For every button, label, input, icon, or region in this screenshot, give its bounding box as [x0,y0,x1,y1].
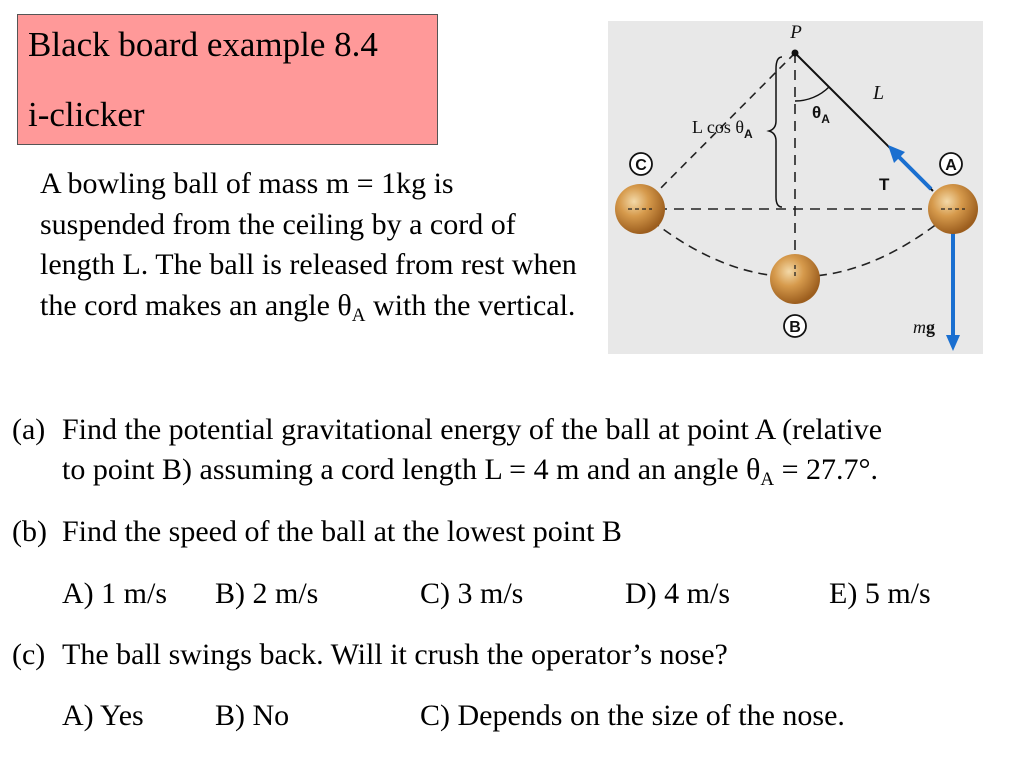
label-c: C [635,157,647,174]
answer-option-c-a[interactable]: A) Yes [62,699,144,732]
label-p: P [789,22,802,43]
gravity-arrowhead [946,335,960,351]
tension-arrowhead [888,145,905,163]
ball-position-b [770,254,820,304]
problem-text-end: with the vertical. [365,288,576,322]
label-mg: mg [913,317,935,337]
answer-option-c-c[interactable]: C) Depends on the size of the nose. [420,699,845,732]
question-b-text: Find the speed of the ball at the lowest… [62,515,622,548]
slide-subtitle: i-clicker [28,95,145,134]
slide-title: Black board example 8.4 [28,25,378,64]
question-a-line2: to point B) assuming a cord length L = 4… [62,453,879,490]
question-a-line1: Find the potential gravitational energy … [62,413,883,446]
pivot-point [791,49,799,57]
label-b-circle [783,314,807,338]
problem-statement: A bowling ball of mass m = 1kg is suspen… [40,164,580,326]
title-box: Black board example 8.4 i-clicker [17,14,438,145]
length-brace [766,56,783,208]
theta-symbol: θ [337,288,352,322]
pendulum-diagram: C A B P L θA L cos θA T mg [608,21,983,354]
question-c-text: The ball swings back. Will it crush the … [62,638,728,671]
tension-arrow [895,153,933,191]
ball-position-c [615,184,665,234]
label-l-cos-theta: L cos θA [692,117,753,141]
answer-option-b-b[interactable]: B) 2 m/s [215,577,319,610]
label-a-circle [939,152,963,176]
answer-option-b-d[interactable]: D) 4 m/s [625,577,730,610]
theta-subscript: A [351,304,366,326]
answer-option-b-a[interactable]: A) 1 m/s [62,577,167,610]
question-b-label: (b) [12,515,47,548]
question-a-label: (a) [12,413,46,446]
label-theta-a: θA [812,103,830,126]
label-tension: T [879,175,890,194]
label-c-circle [629,152,653,176]
cord-to-c [639,52,796,210]
ball-position-a [928,184,978,234]
answer-option-b-c[interactable]: C) 3 m/s [420,577,524,610]
answer-option-b-e[interactable]: E) 5 m/s [829,577,931,610]
label-b: B [789,319,801,336]
label-l: L [872,82,884,104]
problem-text: A bowling ball of mass m = 1kg is suspen… [40,167,577,322]
answer-option-c-b[interactable]: B) No [215,699,290,732]
angle-arc [794,86,830,102]
question-c-label: (c) [12,638,46,671]
label-a: A [945,157,957,174]
